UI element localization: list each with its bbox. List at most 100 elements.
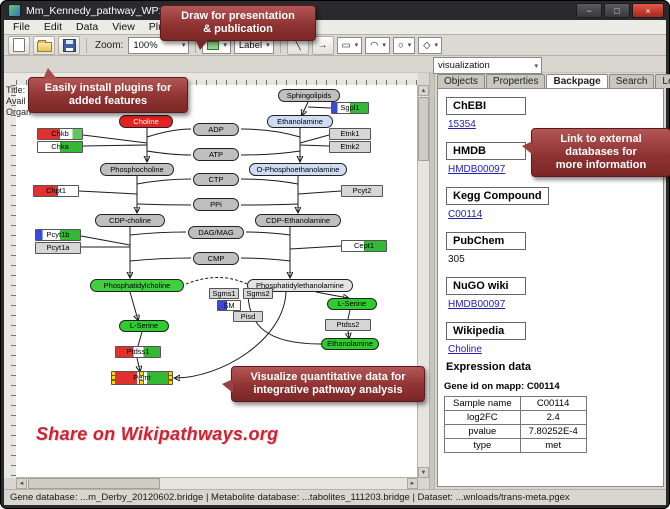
external-link-hmdb[interactable]: HMDB00097 bbox=[448, 164, 506, 175]
visualization-value: visualization bbox=[438, 60, 490, 71]
arrow-tool-button[interactable]: → bbox=[311, 35, 334, 55]
menu-item-data[interactable]: Data bbox=[76, 21, 99, 33]
pathway-node-pisd[interactable]: Pisd bbox=[233, 311, 263, 322]
pathway-node-atp[interactable]: ATP bbox=[193, 148, 239, 161]
section-header-pubchem: PubChem bbox=[446, 232, 526, 250]
menu-item-edit[interactable]: Edit bbox=[43, 21, 63, 33]
info-label: Title: bbox=[6, 85, 26, 95]
callout-line: Easily install plugins for bbox=[44, 82, 172, 94]
scroll-up-icon[interactable]: ▲ bbox=[418, 85, 429, 96]
pathway-node-phosphocholine[interactable]: Phosphocholine bbox=[100, 163, 174, 176]
sub-toolbar: visualization ▾ bbox=[4, 56, 666, 74]
pathway-node-ppi[interactable]: PPi bbox=[193, 198, 239, 211]
menu-item-file[interactable]: File bbox=[13, 21, 30, 33]
visualization-combobox[interactable]: visualization ▾ bbox=[433, 57, 542, 74]
pathway-node-ctp[interactable]: CTP bbox=[193, 173, 239, 186]
external-link-kegg-compound[interactable]: C00114 bbox=[448, 209, 483, 220]
shape-rect-dropdown[interactable]: ▭ ▾ bbox=[336, 36, 363, 54]
pathway-node-chpt1[interactable]: Chpt1 bbox=[33, 185, 79, 197]
pathway-node-adp[interactable]: ADP bbox=[193, 123, 239, 136]
pathway-node-l-serine[interactable]: L-Serine bbox=[327, 298, 377, 310]
scroll-right-icon[interactable]: ► bbox=[407, 478, 418, 489]
minimize-button[interactable]: − bbox=[576, 3, 602, 18]
pathway-node-cdp-ethanolamine[interactable]: CDP-Ethanolamine bbox=[255, 214, 341, 227]
pathway-node-chka[interactable]: Chka bbox=[37, 141, 83, 153]
callout-pointer-icon bbox=[195, 39, 209, 50]
selection-handle[interactable] bbox=[139, 372, 144, 376]
open-button[interactable] bbox=[33, 35, 55, 55]
shape-arc-dropdown[interactable]: ◠ ▾ bbox=[365, 36, 390, 54]
external-link-chebi[interactable]: 15354 bbox=[448, 119, 476, 130]
gene-id-text: Gene id on mapp: C00114 bbox=[444, 381, 560, 392]
pathway-node-sphingolipids[interactable]: Sphingolipids bbox=[278, 89, 340, 102]
scrollbar-thumb[interactable] bbox=[28, 478, 160, 489]
scrollbar-thumb[interactable] bbox=[418, 97, 429, 161]
tab-search[interactable]: Search bbox=[608, 74, 655, 88]
close-button[interactable]: × bbox=[632, 3, 664, 18]
new-file-icon bbox=[13, 38, 25, 52]
new-file-button[interactable] bbox=[8, 35, 30, 55]
panel-splitter[interactable] bbox=[429, 73, 435, 489]
external-link-nugo-wiki[interactable]: HMDB00097 bbox=[448, 299, 506, 310]
client-area: FileEditDataViewPluginsHelp Zoom: 100% ▾… bbox=[4, 20, 670, 505]
tab-properties[interactable]: Properties bbox=[485, 74, 546, 88]
pathway-node-choline[interactable]: Choline bbox=[119, 115, 173, 128]
pathway-node-dag-mag[interactable]: DAG/MAG bbox=[188, 226, 244, 239]
arrow-icon: → bbox=[317, 39, 328, 51]
pathway-node-cept1[interactable]: Cept1 bbox=[341, 240, 387, 252]
pathway-node-sgms2[interactable]: Sgms2 bbox=[243, 288, 273, 299]
pathway-node-etnk2[interactable]: Etnk2 bbox=[329, 141, 371, 153]
table-cell: 7.80252E-4 bbox=[519, 424, 587, 439]
selection-handle[interactable] bbox=[112, 380, 116, 384]
pathway-node-ethanolamine[interactable]: Ethanolamine bbox=[321, 338, 379, 350]
pathway-node-ethanolamine[interactable]: Ethanolamine bbox=[267, 115, 333, 128]
scroll-down-icon[interactable]: ▼ bbox=[418, 467, 429, 478]
tab-objects[interactable]: Objects bbox=[437, 74, 485, 88]
callout-line: & publication bbox=[203, 23, 273, 35]
external-link-wikipedia[interactable]: Choline bbox=[448, 344, 482, 355]
pathway-node-l-serine[interactable]: L-Serine bbox=[119, 320, 169, 332]
zoom-value: 100% bbox=[133, 39, 158, 51]
canvas-vertical-scrollbar[interactable]: ▲ ▼ bbox=[417, 85, 429, 478]
pathway-node-cmp[interactable]: CMP bbox=[193, 252, 239, 265]
pathway-node-etnk1[interactable]: Etnk1 bbox=[329, 128, 371, 140]
selection-handle[interactable] bbox=[112, 375, 116, 380]
pathway-node-sgpl1[interactable]: Sgpl1 bbox=[331, 102, 369, 114]
callout-visualize-data: Visualize quantitative data for integrat… bbox=[222, 366, 425, 402]
tab-legend[interactable]: Legend bbox=[655, 74, 670, 88]
shape-ellipse-dropdown[interactable]: ○ ▾ bbox=[392, 36, 416, 54]
pathway-node-pcyt2[interactable]: Pcyt2 bbox=[341, 185, 383, 197]
table-cell: log2FC bbox=[444, 410, 521, 425]
selection-handle[interactable] bbox=[168, 380, 172, 384]
callout-pointer-icon bbox=[222, 379, 233, 393]
save-button[interactable] bbox=[58, 35, 80, 55]
pathway-node-ptdss2[interactable]: Ptdss2 bbox=[325, 319, 371, 331]
table-cell: pvalue bbox=[444, 424, 521, 439]
pathway-node-chkb[interactable]: Chkb bbox=[37, 128, 83, 140]
pathway-node-ptdss1[interactable]: Ptdss1 bbox=[115, 346, 161, 358]
pathway-node-sgms1[interactable]: Sgms1 bbox=[209, 288, 239, 299]
pathway-node-pcyt1a[interactable]: Pcyt1a bbox=[35, 242, 81, 254]
pathway-node-o-phosphoethanolamine[interactable]: O-Phosphoethanolamine bbox=[249, 163, 347, 176]
menu-item-view[interactable]: View bbox=[112, 21, 135, 33]
tab-backpage[interactable]: Backpage bbox=[546, 74, 608, 88]
toolbar-separator bbox=[86, 37, 87, 53]
shape-misc-dropdown[interactable]: ◇ ▾ bbox=[418, 36, 443, 54]
canvas-horizontal-scrollbar[interactable]: ◄ ► bbox=[16, 477, 418, 489]
pathway-node-cdp-choline[interactable]: CDP-choline bbox=[95, 214, 165, 227]
section-header-hmdb: HMDB bbox=[446, 142, 526, 160]
pathway-node-phosphatidylcholine[interactable]: Phosphatidylcholine bbox=[90, 279, 184, 292]
selection-handle[interactable] bbox=[168, 375, 172, 380]
caret-down-icon: ▾ bbox=[534, 62, 538, 70]
pathway-node-phosphatidylethanolamine[interactable]: Phosphatidylethanolamine bbox=[247, 279, 353, 292]
caret-down-icon: ▾ bbox=[434, 42, 439, 49]
pathway-node-pcyt1b[interactable]: Pcyt1b bbox=[35, 229, 81, 241]
value-pubchem: 305 bbox=[448, 254, 465, 265]
pathway-node-sm[interactable]: SM bbox=[217, 300, 241, 311]
maximize-button[interactable]: □ bbox=[604, 3, 630, 18]
selection-handle[interactable] bbox=[139, 380, 144, 384]
pathway-node-pemt[interactable]: Pemt bbox=[111, 371, 173, 385]
scroll-left-icon[interactable]: ◄ bbox=[16, 478, 27, 489]
